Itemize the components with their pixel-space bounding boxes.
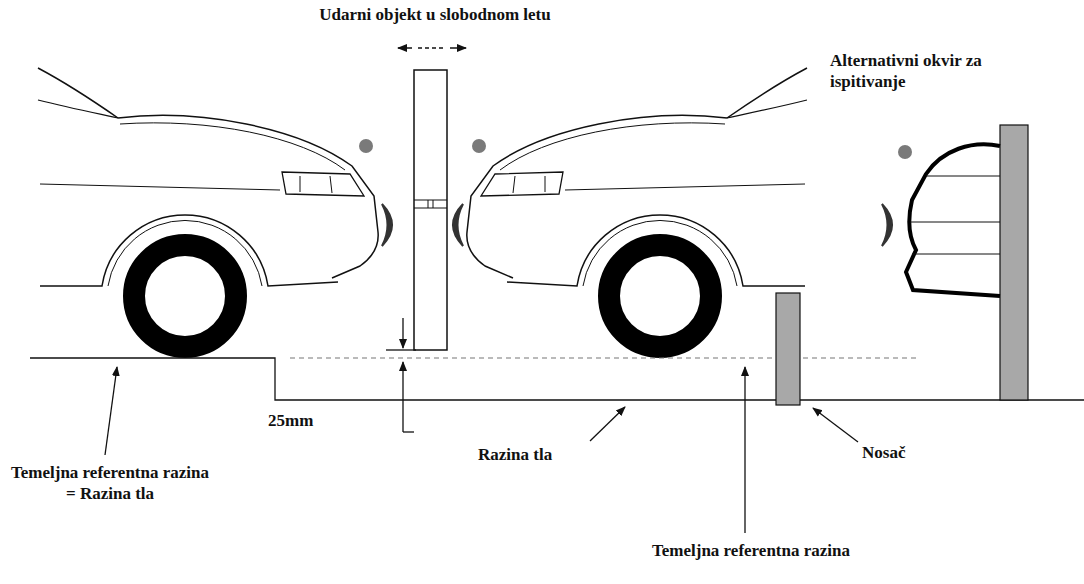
right-car: [453, 68, 807, 347]
left-car: [38, 68, 392, 347]
ground-lines: [30, 358, 1084, 400]
reference-level-label: Temeljna referentna razina: [652, 540, 952, 561]
dimension-25mm: [386, 318, 416, 432]
ground-reference-label: Temeljna referentna razina = Razina tla: [5, 462, 215, 505]
ground-label: Razina tla: [478, 444, 598, 465]
impactor-title: Udarni objekt u slobodnom letu: [285, 4, 585, 25]
support-label: Nosač: [862, 442, 962, 463]
dimension-label: 25mm: [268, 410, 348, 431]
impactor: [414, 70, 447, 350]
motion-arrow: [398, 48, 466, 49]
alternative-frame: [882, 125, 1028, 400]
leader-lines: [105, 367, 858, 533]
frame-title: Alternativni okvir za ispitivanje: [830, 50, 1010, 93]
support-block: [776, 293, 800, 405]
